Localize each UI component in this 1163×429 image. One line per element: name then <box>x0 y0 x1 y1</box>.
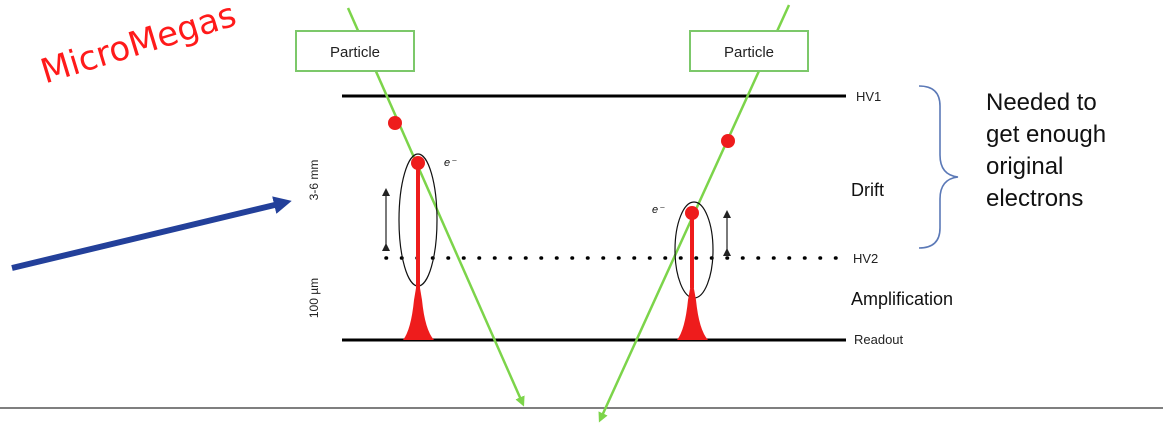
note-line: get enough <box>986 121 1107 148</box>
ionization-point-right-top <box>721 134 735 148</box>
particle-label-left: Particle <box>330 44 380 61</box>
drift-note: Needed to get enough original electrons <box>986 87 1156 215</box>
hv2-label: HV2 <box>853 251 878 266</box>
particle-track-left <box>346 7 525 407</box>
note-line: original <box>986 153 1064 180</box>
amplification-label: Amplification <box>851 289 953 309</box>
amplification-gap-label: 100 µm <box>307 278 321 318</box>
pointer-arrow <box>11 196 292 271</box>
electron-label-right: e⁻ <box>652 204 665 216</box>
avalanche-left <box>403 276 434 340</box>
drift-region-brace <box>918 85 959 249</box>
avalanche-right <box>677 278 708 340</box>
note-line: electrons <box>986 185 1084 212</box>
electron-label-left: e⁻ <box>444 157 457 169</box>
hv1-label: HV1 <box>856 89 881 104</box>
drift-label: Drift <box>851 180 884 200</box>
particle-box-right <box>689 30 809 72</box>
ionization-point-left-top <box>388 116 402 130</box>
particle-box-left <box>295 30 415 72</box>
particle-label-right: Particle <box>724 44 774 61</box>
drift-gap-label: 3-6 mm <box>307 160 321 201</box>
note-line: Needed to <box>986 89 1097 116</box>
readout-label: Readout <box>854 332 904 347</box>
